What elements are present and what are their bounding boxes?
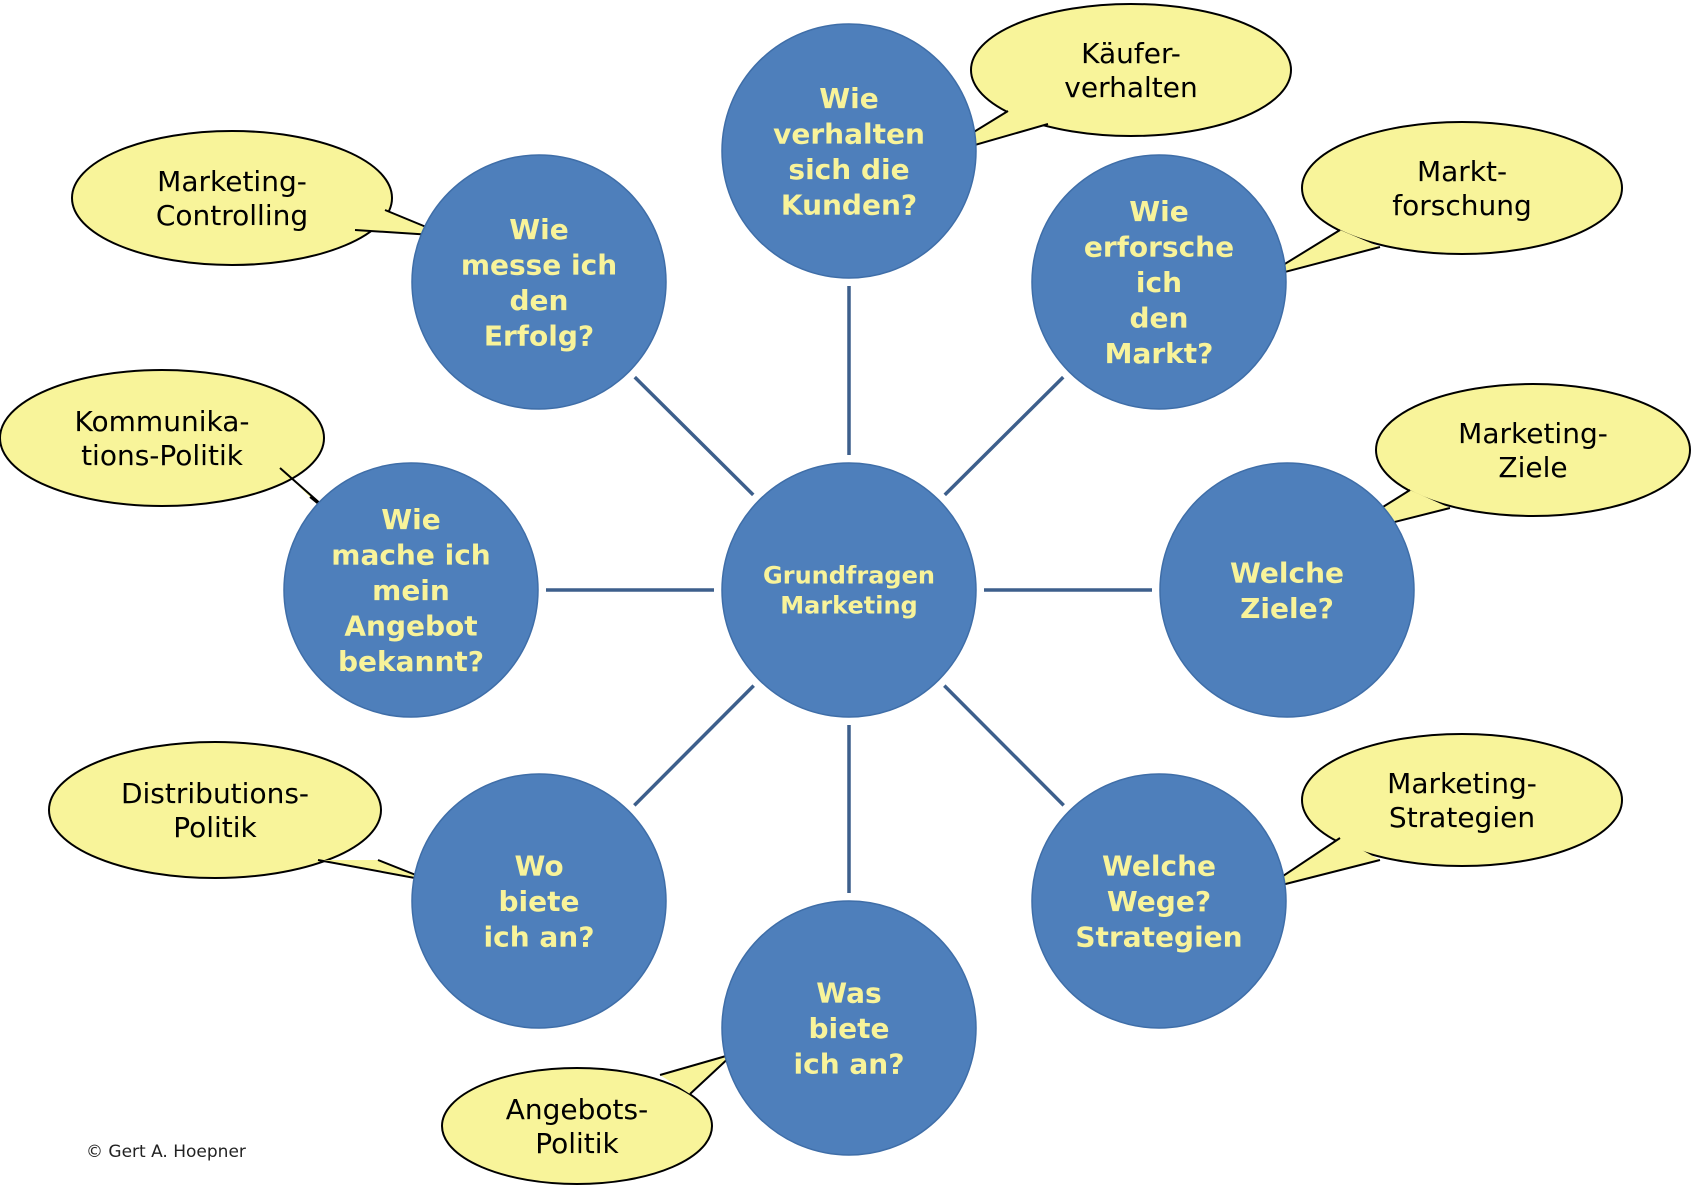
question-circle-kunden-line-2: verhalten — [773, 117, 925, 150]
question-circle-bekannt-line-3: mein — [372, 574, 450, 607]
connector-wo — [633, 684, 755, 807]
question-circle-bekannt-line-1: Wie — [381, 503, 440, 536]
connector-wege — [943, 684, 1065, 807]
bubble-shape — [71, 130, 393, 266]
connector-lines — [546, 286, 1152, 893]
bubble-kommunikation-line-2: tions-Politik — [81, 439, 244, 472]
question-circle-bekannt-line-5: bekannt? — [338, 645, 484, 678]
question-circle-wo-line-2: biete — [498, 885, 579, 918]
bubble-controlling-line-2: Controlling — [156, 199, 308, 232]
circle-shape — [721, 900, 977, 1156]
bubble-kaeufer-line-2: verhalten — [1064, 71, 1197, 104]
question-circle-ziele-line-2: Ziele? — [1240, 592, 1334, 625]
circle-shape — [1159, 462, 1415, 718]
bubble-shape — [0, 369, 325, 507]
speech-bubble-distribution: Distributions-Politik — [48, 741, 432, 882]
bubble-marktforschung-line-1: Markt- — [1417, 155, 1507, 188]
bubble-ziele-line-2: Ziele — [1498, 451, 1567, 484]
question-circle-markt-line-4: den — [1130, 302, 1189, 335]
bubble-shape — [441, 1067, 713, 1185]
bubble-tail-fill — [660, 1054, 733, 1094]
question-circle-wo-line-1: Wo — [514, 850, 563, 883]
circle-shape — [721, 462, 977, 718]
bubble-shape — [1301, 121, 1623, 255]
bubble-strategien-line-2: Strategien — [1389, 801, 1535, 834]
question-circle-markt-line-2: erforsche — [1084, 231, 1234, 264]
bubble-angebot-line-2: Politik — [535, 1127, 619, 1160]
speech-bubble-strategien: Marketing-Strategien — [1261, 733, 1623, 891]
circle-shape — [1031, 773, 1287, 1029]
question-circle-wege-line-3: Strategien — [1075, 921, 1242, 954]
connector-markt — [943, 375, 1065, 497]
bubble-kommunikation-line-1: Kommunika- — [75, 405, 250, 438]
bubble-tail-fill — [1262, 838, 1380, 890]
question-circle-markt-line-5: Markt? — [1105, 337, 1214, 370]
connector-erfolg — [633, 375, 755, 497]
bubble-angebot-line-1: Angebots- — [506, 1093, 648, 1126]
speech-bubble-kaeufer: Käufer-verhalten — [932, 3, 1292, 158]
circle-shape — [283, 462, 539, 718]
circle-shape — [721, 23, 977, 279]
question-circle-kunden-line-4: Kunden? — [781, 188, 917, 221]
question-circle-markt-line-3: ich — [1136, 266, 1182, 299]
speech-bubble-angebot: Angebots-Politik — [441, 1053, 734, 1185]
circle-shape — [411, 773, 667, 1029]
question-circle-erfolg-line-1: Wie — [509, 213, 568, 246]
question-circle-wo-line-3: ich an? — [484, 921, 595, 954]
bubble-kaeufer-line-1: Käufer- — [1081, 37, 1181, 70]
speech-bubbles: Käufer-verhaltenMarkt-forschungMarketing… — [0, 3, 1691, 1185]
question-circle-wege-line-1: Welche — [1102, 850, 1216, 883]
bubble-ziele-line-1: Marketing- — [1458, 417, 1608, 450]
bubble-shape — [970, 3, 1292, 137]
question-circle-was-line-2: biete — [808, 1012, 889, 1045]
bubble-shape — [1301, 733, 1623, 867]
copyright-notice: © Gert A. Hoepner — [86, 1142, 246, 1162]
center-circle-line-2: Marketing — [780, 592, 917, 620]
bubble-shape — [48, 741, 382, 879]
bubble-controlling-line-1: Marketing- — [157, 165, 307, 198]
circle-shape — [1031, 154, 1287, 410]
question-circle-wege-line-2: Wege? — [1107, 885, 1211, 918]
speech-bubble-kommunikation: Kommunika-tions-Politik — [0, 369, 349, 529]
question-circle-was-line-3: ich an? — [794, 1048, 905, 1081]
bubble-shape — [1375, 383, 1691, 517]
question-circle-kunden-line-3: sich die — [788, 153, 909, 186]
question-circle-markt-line-1: Wie — [1129, 195, 1188, 228]
bubble-marktforschung-line-2: forschung — [1392, 189, 1532, 222]
question-circle-kunden-line-1: Wie — [819, 82, 878, 115]
question-circle-erfolg-line-2: messe ich — [461, 248, 617, 281]
speech-bubble-ziele: Marketing-Ziele — [1334, 383, 1691, 538]
bubble-tail-fill — [1262, 230, 1380, 278]
question-circle-erfolg-line-4: Erfolg? — [484, 319, 594, 352]
speech-bubble-controlling: Marketing-Controlling — [71, 130, 449, 266]
bubble-distribution-line-1: Distributions- — [121, 777, 309, 810]
bubble-distribution-line-2: Politik — [173, 811, 257, 844]
question-circle-erfolg-line-3: den — [510, 284, 569, 317]
question-circle-bekannt-line-2: mache ich — [331, 539, 490, 572]
question-circle-ziele-line-1: Welche — [1230, 556, 1344, 589]
question-circle-bekannt-line-4: Angebot — [344, 610, 477, 643]
bubble-strategien-line-1: Marketing- — [1387, 767, 1537, 800]
question-circle-was-line-1: Was — [816, 977, 881, 1010]
speech-bubble-marktforschung: Markt-forschung — [1261, 121, 1623, 279]
center-circle-line-1: Grundfragen — [763, 562, 935, 590]
circle-shape — [411, 154, 667, 410]
